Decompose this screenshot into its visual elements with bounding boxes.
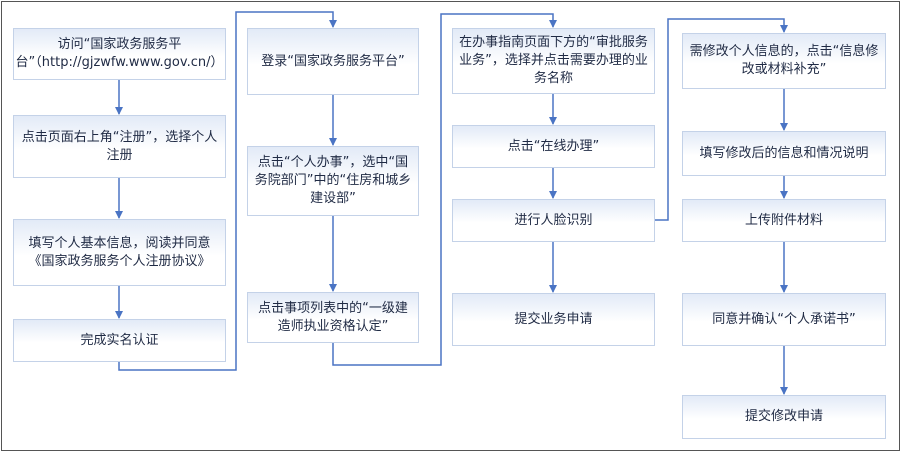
step-online-handle: 点击“在线办理” bbox=[452, 125, 655, 168]
step-personal-affairs: 点击“个人办事”，选中“国务院部门”中的“住房和城乡建设部” bbox=[247, 146, 419, 216]
step-click-register: 点击页面右上角“注册”，选择个人注册 bbox=[13, 115, 226, 178]
step-fill-modification: 填写修改后的信息和情况说明 bbox=[682, 131, 886, 176]
step-submit-modification: 提交修改申请 bbox=[682, 395, 886, 439]
step-modify-info: 需修改个人信息的，点击“信息修改或材料补充” bbox=[682, 33, 886, 89]
step-submit-application: 提交业务申请 bbox=[452, 293, 655, 346]
step-face-recognition: 进行人脸识别 bbox=[452, 199, 655, 242]
step-fill-personal-info: 填写个人基本信息，阅读并同意《国家政务服务个人注册协议》 bbox=[13, 219, 226, 286]
step-login-platform: 登录“国家政务服务平台” bbox=[247, 28, 419, 95]
step-real-name-auth: 完成实名认证 bbox=[13, 319, 226, 362]
step-visit-platform: 访问“国家政务服务平台”（http://gjzwfw.www.gov.cn/） bbox=[13, 28, 226, 80]
step-confirm-commitment: 同意并确认“个人承诺书” bbox=[682, 293, 886, 346]
step-select-business: 在办事指南页面下方的“审批服务业务”，选择并点击需要办理的业务名称 bbox=[452, 28, 655, 94]
step-select-item: 点击事项列表中的“一级建造师执业资格认定” bbox=[247, 292, 419, 343]
arrow-c3-to-c4 bbox=[655, 18, 788, 221]
arrow-c1-to-c2 bbox=[118, 11, 337, 371]
step-upload-attachments: 上传附件材料 bbox=[682, 199, 886, 242]
arrow-c2-to-c3 bbox=[332, 13, 557, 366]
